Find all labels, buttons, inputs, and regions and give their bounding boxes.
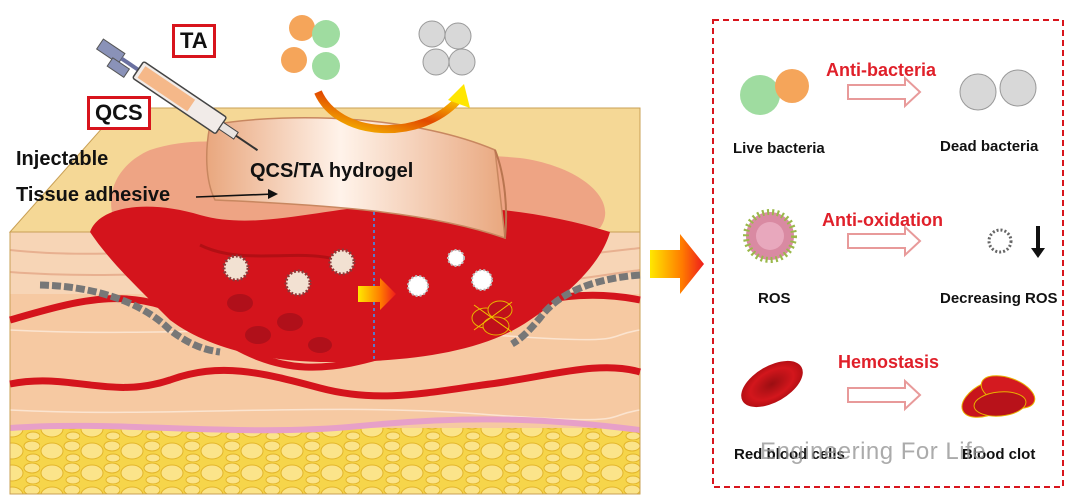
- ros-icon: [743, 209, 797, 263]
- red-blood-cells-label: Red blood cells: [734, 446, 845, 463]
- tissue-adhesive-pointer: [195, 193, 275, 198]
- blood-clot: [471, 300, 513, 336]
- red-blood-cell: [227, 294, 253, 312]
- red-blood-cell: [277, 313, 303, 331]
- injectable-label: Injectable: [16, 148, 109, 170]
- kill-arc-arrow: [314, 90, 461, 133]
- blood-vessel: [9, 364, 642, 400]
- effect-arrow: [847, 75, 922, 109]
- live-bacteria-label: Live bacteria: [733, 140, 825, 157]
- blood-clot-icon: [961, 375, 1036, 418]
- red-blood-cell-icon: [741, 360, 803, 408]
- epidermis-cells-left: [39, 281, 221, 356]
- decreased-ros-icon: [987, 228, 1013, 254]
- fat-layer: [10, 428, 640, 494]
- qcs-label: QCS: [87, 96, 151, 130]
- dead-bacteria-cluster: [418, 20, 476, 76]
- effect-label-hemostasis: Hemostasis: [838, 352, 940, 372]
- decreasing-ros-label: Decreasing ROS: [940, 290, 1058, 307]
- epidermis-cells-right: [510, 271, 641, 348]
- dead-bacteria-label: Dead bacteria: [940, 138, 1039, 155]
- effect-label-anti-oxidation: Anti-oxidation: [822, 210, 943, 230]
- down-arrow-icon: [1031, 226, 1045, 258]
- red-blood-cell: [245, 326, 271, 344]
- effect-arrow: [847, 224, 922, 258]
- inner-transition-arrow: [358, 278, 396, 310]
- syringe: [95, 38, 259, 152]
- dead-bacteria-icon: [959, 69, 1037, 111]
- effect-label-anti-bacteria: Anti-bacteria: [826, 60, 937, 80]
- hydrogel-label: QCS/TA hydrogel: [250, 160, 414, 182]
- watermark: Engineering For Life: [760, 438, 987, 465]
- red-blood-cell: [308, 337, 332, 353]
- ros-particle: [284, 269, 312, 297]
- live-bacteria-icon: [740, 69, 809, 115]
- ros-label: ROS: [758, 290, 791, 307]
- main-transition-arrow: [650, 234, 704, 294]
- blood-clot-label: Blood clot: [962, 446, 1036, 463]
- ros-particle: [407, 275, 429, 297]
- ros-particle: [222, 254, 250, 282]
- ros-particle: [471, 269, 493, 291]
- effect-arrow: [847, 378, 922, 412]
- live-bacteria-cluster: [281, 15, 340, 80]
- ros-particle: [328, 248, 356, 276]
- ta-label: TA: [172, 24, 216, 58]
- tissue-adhesive-label: Tissue adhesive: [16, 184, 171, 206]
- ros-particle: [447, 249, 465, 267]
